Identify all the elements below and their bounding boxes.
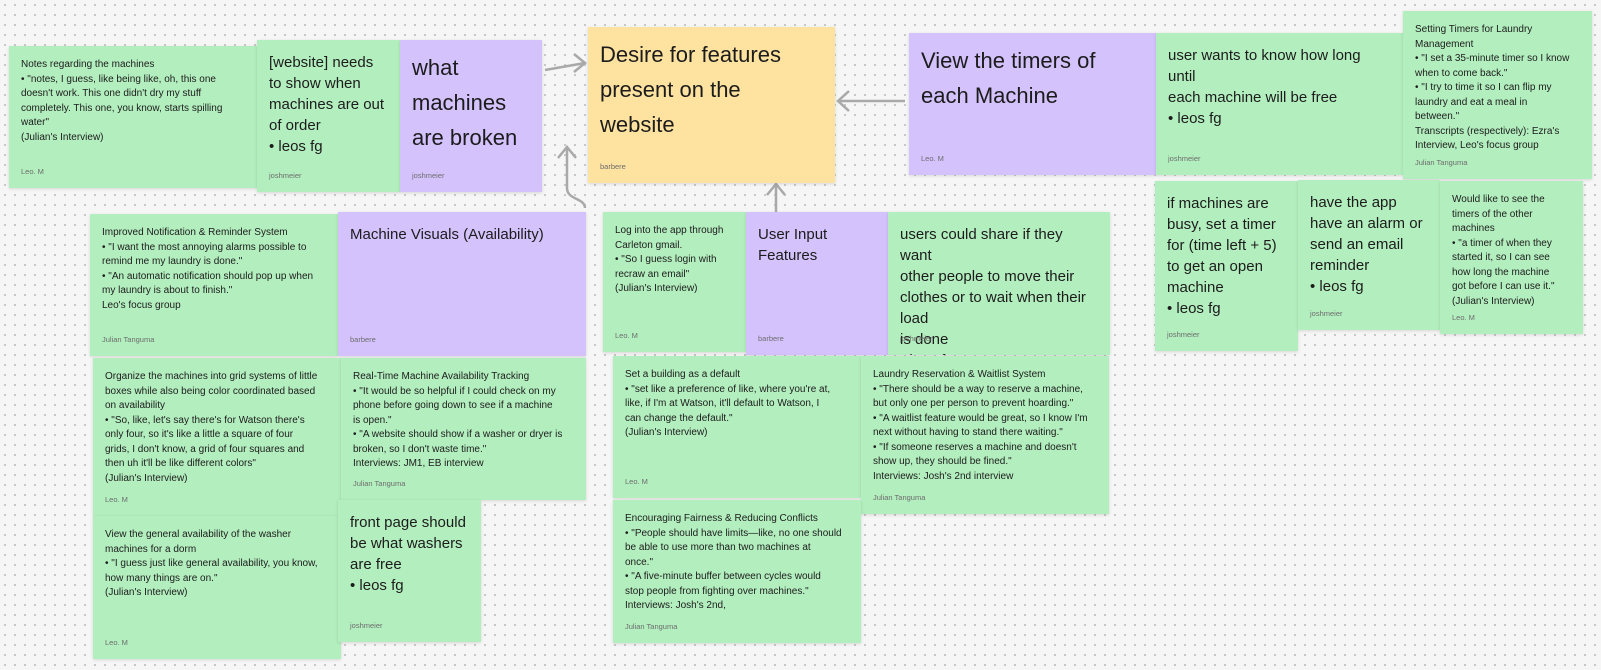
sticky-note-notes-regarding-machines[interactable]: Notes regarding the machines • "notes, I… bbox=[9, 46, 257, 188]
connector-visuals-to-desire[interactable] bbox=[565, 147, 587, 209]
sticky-note-carleton-gmail[interactable]: Log into the app through Carleton gmail.… bbox=[603, 212, 746, 352]
sticky-note-alarm-email[interactable]: have the app have an alarm or send an em… bbox=[1298, 180, 1440, 330]
note-author: Leo. M bbox=[105, 495, 128, 504]
note-text: Laundry Reservation & Waitlist System • … bbox=[873, 369, 1088, 482]
arrowhead-input-to-desire bbox=[766, 182, 786, 196]
note-author: joshmeier bbox=[900, 334, 933, 343]
note-text: Set a building as a default • "set like … bbox=[625, 369, 831, 438]
note-author: Leo. M bbox=[1452, 313, 1475, 322]
note-author: barbere bbox=[758, 334, 784, 343]
sticky-note-general-availability[interactable]: View the general availability of the was… bbox=[93, 516, 341, 659]
sticky-note-share-move-clothes[interactable]: users could share if they want other peo… bbox=[888, 212, 1110, 355]
note-author: Julian Tanguma bbox=[873, 493, 926, 502]
note-text: Log into the app through Carleton gmail.… bbox=[615, 225, 724, 294]
note-text: Setting Timers for Laundry Management • … bbox=[1415, 24, 1570, 151]
sticky-note-other-timers[interactable]: Would like to see the timers of the othe… bbox=[1440, 181, 1583, 334]
note-text: Encouraging Fairness & Reducing Conflict… bbox=[625, 513, 842, 611]
note-text: front page should be what washers are fr… bbox=[350, 514, 466, 594]
sticky-note-website-out-of-order[interactable]: [website] needs to show when machines ar… bbox=[257, 40, 400, 192]
note-text: user wants to know how long until each m… bbox=[1168, 47, 1361, 127]
sticky-note-front-page[interactable]: front page should be what washers are fr… bbox=[338, 500, 481, 642]
note-author: Julian Tanguma bbox=[102, 335, 155, 344]
arrowhead-broken-to-desire bbox=[573, 53, 587, 73]
note-author: joshmeier bbox=[1310, 309, 1343, 318]
arrowhead-timers-to-desire bbox=[836, 90, 850, 112]
sticky-note-improved-notification[interactable]: Improved Notification & Reminder System … bbox=[90, 214, 338, 356]
note-text: Real-Time Machine Availability Tracking … bbox=[353, 371, 563, 469]
sticky-note-fairness[interactable]: Encouraging Fairness & Reducing Conflict… bbox=[613, 500, 861, 643]
sticky-note-building-default[interactable]: Set a building as a default • "set like … bbox=[613, 356, 861, 498]
note-author: barbere bbox=[600, 162, 626, 171]
note-author: Leo. M bbox=[105, 638, 128, 647]
note-author: Leo. M bbox=[921, 154, 944, 163]
note-text: if machines are busy, set a timer for (t… bbox=[1167, 195, 1277, 317]
sticky-note-machine-visuals[interactable]: Machine Visuals (Availability) barbere bbox=[338, 212, 586, 356]
note-author: Julian Tanguma bbox=[625, 622, 678, 631]
arrowhead-visuals-to-desire bbox=[557, 145, 577, 159]
note-author: Leo. M bbox=[625, 477, 648, 486]
note-text: View the general availability of the was… bbox=[105, 529, 318, 598]
sticky-note-desire-for-features[interactable]: Desire for features present on the websi… bbox=[588, 27, 835, 183]
sticky-note-view-timers[interactable]: View the timers of each Machine Leo. M bbox=[909, 33, 1156, 175]
note-author: Leo. M bbox=[615, 331, 638, 340]
note-text: Improved Notification & Reminder System … bbox=[102, 227, 314, 311]
note-author: joshmeier bbox=[269, 171, 302, 180]
note-text: Desire for features present on the websi… bbox=[600, 42, 781, 137]
note-text: Would like to see the timers of the othe… bbox=[1452, 194, 1555, 307]
note-author: joshmeier bbox=[412, 171, 445, 180]
note-author: Julian Tanguma bbox=[1415, 158, 1468, 167]
sticky-note-user-input-features[interactable]: User Input Features barbere bbox=[746, 212, 888, 355]
note-text: have the app have an alarm or send an em… bbox=[1310, 194, 1423, 295]
sticky-note-grid-systems[interactable]: Organize the machines into grid systems … bbox=[93, 358, 341, 516]
note-author: joshmeier bbox=[350, 621, 383, 630]
sticky-note-realtime-tracking[interactable]: Real-Time Machine Availability Tracking … bbox=[341, 358, 586, 500]
connector-broken-to-desire[interactable] bbox=[544, 61, 586, 72]
note-author: barbere bbox=[350, 335, 376, 344]
sticky-note-timer-plus-five[interactable]: if machines are busy, set a timer for (t… bbox=[1155, 181, 1298, 351]
note-author: joshmeier bbox=[1167, 330, 1200, 339]
sticky-note-reservation-waitlist[interactable]: Laundry Reservation & Waitlist System • … bbox=[861, 356, 1109, 514]
note-text: users could share if they want other peo… bbox=[900, 226, 1086, 355]
note-author: Leo. M bbox=[21, 167, 44, 176]
note-text: View the timers of each Machine bbox=[921, 48, 1096, 108]
sticky-note-what-machines-are-broken[interactable]: what machines are broken joshmeier bbox=[400, 40, 542, 192]
note-text: what machines are broken bbox=[412, 55, 518, 150]
note-text: Machine Visuals (Availability) bbox=[350, 226, 544, 243]
note-author: joshmeier bbox=[1168, 154, 1201, 163]
note-text: [website] needs to show when machines ar… bbox=[269, 54, 385, 155]
note-text: Organize the machines into grid systems … bbox=[105, 371, 318, 484]
note-text: Notes regarding the machines • "notes, I… bbox=[21, 59, 223, 143]
note-author: Julian Tanguma bbox=[353, 479, 406, 488]
sticky-note-setting-timers[interactable]: Setting Timers for Laundry Management • … bbox=[1403, 11, 1592, 179]
sticky-note-how-long-until-free[interactable]: user wants to know how long until each m… bbox=[1156, 33, 1403, 175]
note-text: User Input Features bbox=[758, 226, 828, 264]
